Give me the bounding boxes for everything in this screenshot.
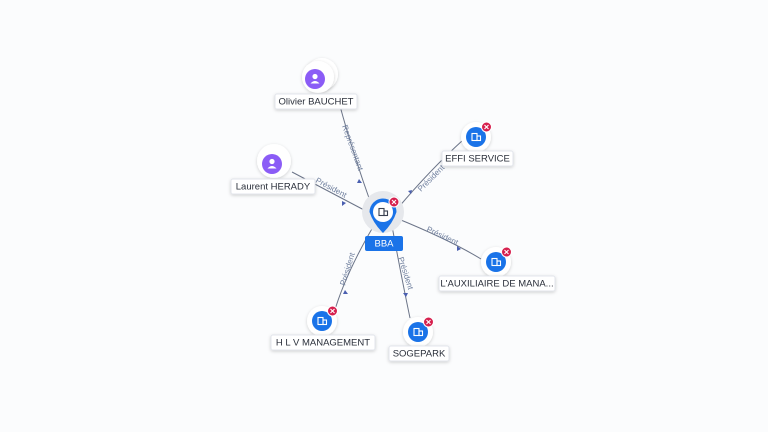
edge-auxiliaire bbox=[395, 217, 482, 260]
edge-label-olivier: Représentant bbox=[340, 124, 365, 173]
node-hlv[interactable]: H L V MANAGEMENT bbox=[270, 305, 376, 351]
arrow-auxiliaire bbox=[457, 246, 461, 251]
node-label-laurent: Laurent HERADY bbox=[236, 182, 311, 193]
edge-label-laurent: Président bbox=[314, 176, 349, 200]
close-icon bbox=[330, 308, 335, 314]
node-sogepark[interactable]: SOGEPARK bbox=[388, 316, 450, 362]
close-icon bbox=[426, 319, 431, 325]
person-icon bbox=[310, 73, 320, 84]
edge-effi bbox=[397, 139, 464, 209]
node-label-effi: EFFI SERVICE bbox=[445, 154, 510, 165]
building-icon bbox=[378, 207, 389, 217]
edge-label-hlv: Président bbox=[338, 251, 357, 287]
node-effi[interactable]: EFFI SERVICE bbox=[441, 121, 514, 167]
building-icon bbox=[317, 316, 328, 326]
edge-laurent bbox=[291, 171, 367, 212]
edge-olivier bbox=[339, 105, 370, 199]
arrow-effi bbox=[408, 190, 412, 194]
node-label-sogepark: SOGEPARK bbox=[393, 349, 446, 360]
close-icon bbox=[484, 124, 489, 130]
center-label-box bbox=[365, 236, 403, 251]
node-olivier[interactable]: Olivier BAUCHET bbox=[274, 58, 358, 110]
edge-label-effi: Président bbox=[416, 163, 447, 194]
arrow-laurent bbox=[342, 201, 346, 206]
center-label: BBA bbox=[374, 239, 394, 250]
edge-label-sogepark: Président bbox=[396, 256, 415, 292]
person-icon bbox=[267, 158, 277, 169]
building-icon bbox=[413, 327, 424, 337]
node-label-olivier: Olivier BAUCHET bbox=[279, 97, 354, 108]
close-icon bbox=[504, 249, 509, 255]
arrow-hlv bbox=[343, 290, 348, 294]
center-node[interactable]: BBA bbox=[362, 191, 404, 251]
node-label-hlv: H L V MANAGEMENT bbox=[276, 338, 370, 349]
close-icon bbox=[391, 199, 397, 205]
building-icon bbox=[471, 132, 482, 142]
node-auxiliaire[interactable]: L'AUXILIAIRE DE MANA... bbox=[438, 246, 556, 292]
arrow-sogepark bbox=[403, 293, 408, 297]
edge-label-auxiliaire: Président bbox=[425, 225, 460, 248]
building-icon bbox=[491, 257, 502, 267]
arrow-olivier bbox=[357, 179, 362, 183]
node-label-auxiliaire: L'AUXILIAIRE DE MANA... bbox=[440, 279, 553, 290]
node-laurent[interactable]: Laurent HERADY bbox=[230, 144, 316, 195]
